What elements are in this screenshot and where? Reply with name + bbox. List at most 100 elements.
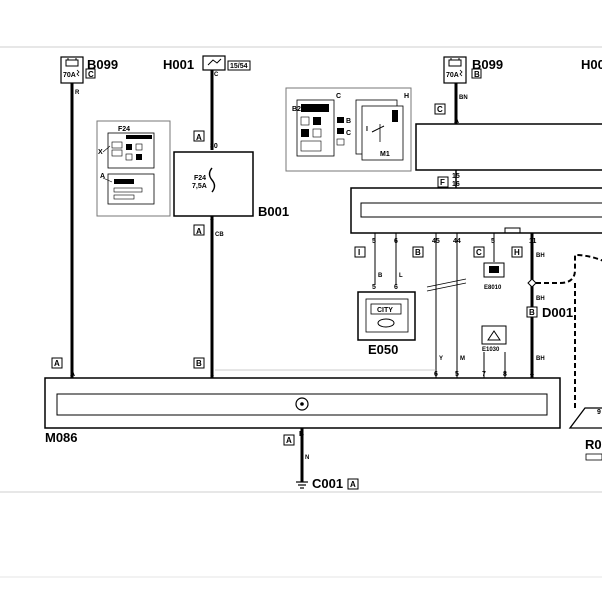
inset-label-x: X <box>98 149 103 156</box>
m086-pin-4: 4 <box>530 371 534 378</box>
f24-inset-label: F24 <box>118 126 130 133</box>
b099-right-connector-tag-box <box>471 68 482 79</box>
b099-right-label: B099 <box>472 57 503 72</box>
twist-mark-2 <box>426 282 467 292</box>
d001-splice-diamond <box>527 278 537 288</box>
inset-label-c2: C <box>346 130 351 137</box>
steering-wheel-icon <box>377 318 395 328</box>
b001-pin-in: 30 <box>210 143 218 150</box>
m086-pin-6: 6 <box>434 371 438 378</box>
connector-c-box <box>473 246 485 258</box>
connector-h-box <box>511 246 523 258</box>
c001-connector-a-box <box>283 434 295 446</box>
b001-bottom-connector: A <box>196 227 202 236</box>
r0-component-partial <box>568 407 602 429</box>
b001-label: B001 <box>258 204 289 219</box>
b001-top-connector: A <box>196 133 202 142</box>
body-computer-inner-bar <box>360 202 602 218</box>
inset-label-a: A <box>100 173 105 180</box>
module-pin-5: 5 <box>372 238 376 245</box>
r0-pin-9: 9 <box>597 409 601 416</box>
e050-pin-6: 6 <box>394 284 398 291</box>
right-module-pin-16: 16 <box>452 181 460 188</box>
inset-label-b: B <box>346 118 351 125</box>
b001-fuse-name: F24 <box>194 175 206 182</box>
connector-h: H <box>514 248 520 257</box>
m086-pin-8: 8 <box>503 371 507 378</box>
wire-code-bh-1: BH <box>536 253 545 259</box>
m086-pin-a: A <box>70 371 75 378</box>
b099-left-connector-tag-box <box>85 68 96 79</box>
h001-label: H001 <box>163 57 194 72</box>
connector-b: B <box>415 248 421 257</box>
wire-code-bh-2: BH <box>536 296 545 302</box>
b001-fuse-symbol <box>208 167 216 193</box>
right-module-mid-connector-box <box>437 176 449 188</box>
c001-connector-a: A <box>286 436 292 445</box>
connector-i-box <box>354 246 366 258</box>
inset-label-i: I <box>366 126 368 133</box>
wire-code-e050-b: B <box>378 273 383 279</box>
b099-left-connector-tag: C <box>88 70 94 79</box>
c001-tag-box <box>347 478 359 490</box>
inset-label-c: C <box>336 93 341 100</box>
d001-label: D001 <box>542 305 573 320</box>
b099-left-rating: 70A <box>63 72 76 79</box>
m086-label: M086 <box>45 430 78 445</box>
e8010-screen-icon <box>489 266 499 273</box>
b099-left-label: B099 <box>87 57 118 72</box>
d001-connector-box <box>526 306 538 318</box>
h001-terminal: 15/54 <box>230 63 248 70</box>
b001-fuse-rating: 7,5A <box>192 183 207 190</box>
m086-connector-a-box <box>51 357 63 369</box>
d001-connector: B <box>529 308 535 317</box>
wire-code-ground: N <box>305 455 309 461</box>
twist-mark-1 <box>426 278 467 288</box>
right-module-top-connector-box <box>434 103 446 115</box>
module-pin-5b: 5 <box>491 238 495 245</box>
wire-code-y: Y <box>439 356 443 362</box>
wire-code-m: M <box>460 356 465 362</box>
r0-partial-label: R0 <box>585 437 602 452</box>
inset-label-h: H <box>404 93 409 100</box>
b099-left-fuse-symbol <box>60 56 84 84</box>
m086-pin-7: 7 <box>482 371 486 378</box>
right-upper-module <box>415 123 602 171</box>
m086-pin-5: 5 <box>455 371 459 378</box>
m086-steering-hub <box>300 402 304 406</box>
inset-label-m1: M1 <box>380 151 390 158</box>
wire-code-b001-out: CB <box>215 232 224 238</box>
h001-wire-code: C <box>214 72 219 78</box>
e050-pin-5: 5 <box>372 284 376 291</box>
right-module-mid-connector: F <box>440 178 445 187</box>
wire-dashed-to-right <box>536 253 602 284</box>
connector-b-box <box>412 246 424 258</box>
h001-terminal-box <box>227 60 251 71</box>
b099-right-rating: 70A <box>446 72 459 79</box>
m086-pin-1: 1 <box>210 371 214 378</box>
m086-connector-a: A <box>54 359 60 368</box>
right-module-top-connector: C <box>437 105 443 114</box>
ground-symbol-icon <box>296 481 308 489</box>
e1030-warning-icon <box>487 330 501 341</box>
wire-h-loop <box>504 227 521 233</box>
e050-city-display <box>370 303 402 315</box>
m086-connector-b: B <box>196 359 202 368</box>
module-location-inset <box>285 87 412 172</box>
m086-connector-b-box <box>193 357 205 369</box>
b001-bottom-connector-box <box>193 224 205 236</box>
c001-label: C001 <box>312 476 343 491</box>
wire-code-e050-l: L <box>399 273 403 279</box>
f24-location-inset <box>96 120 171 217</box>
wire-code-b099-right: BN <box>459 95 468 101</box>
h001-ignition-symbol <box>202 55 226 71</box>
b099-right-fuse-symbol <box>443 56 467 84</box>
e050-city-text: CITY <box>377 307 393 314</box>
e050-label: E050 <box>368 342 398 357</box>
connector-c: C <box>476 248 482 257</box>
b001-top-connector-box <box>193 130 205 142</box>
e8010-label: E8010 <box>484 285 502 291</box>
wire-code-bh-3: BH <box>536 356 545 362</box>
b099-right-connector-tag: B <box>474 70 480 79</box>
